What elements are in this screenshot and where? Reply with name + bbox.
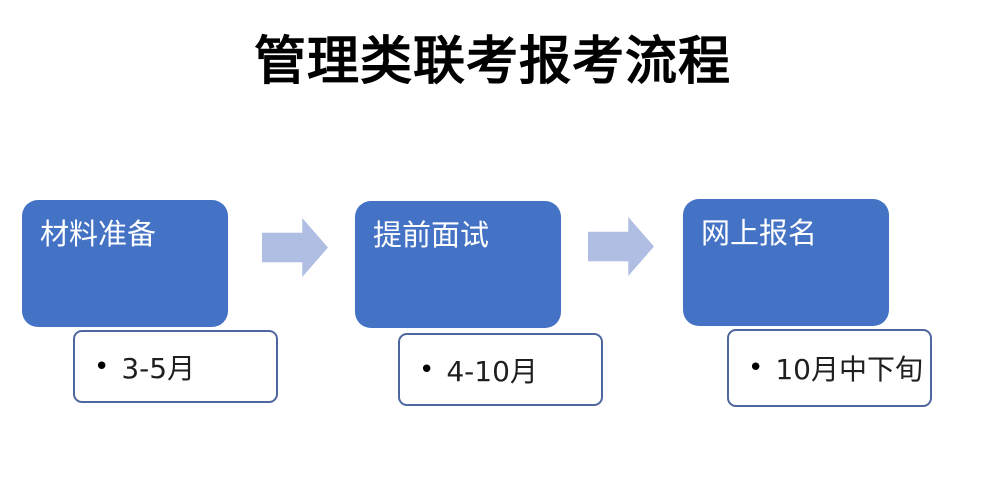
note-label: 3-5月 [121, 351, 196, 385]
step-note-early-interview: • 4-10月 [398, 333, 603, 406]
step-label: 提前面试 [373, 218, 490, 252]
right-arrow-icon [588, 217, 654, 276]
step-note-online-registration: • 10月中下旬 [727, 329, 932, 407]
note-label: 10月中下旬 [775, 353, 923, 386]
slide-title: 管理类联考报考流程 [253, 31, 731, 92]
step-label: 材料准备 [40, 217, 157, 251]
step-box-material-prep: 材料准备 [22, 200, 228, 327]
bullet-icon: • [94, 351, 110, 382]
step-box-early-interview: 提前面试 [355, 201, 561, 328]
note-label: 4-10月 [446, 354, 538, 388]
step-box-online-registration: 网上报名 [683, 199, 889, 326]
right-arrow-icon [262, 218, 328, 277]
bullet-icon: • [419, 354, 435, 385]
bullet-icon: • [748, 353, 764, 383]
step-note-material-prep: • 3-5月 [73, 330, 278, 403]
step-label: 网上报名 [701, 216, 818, 250]
